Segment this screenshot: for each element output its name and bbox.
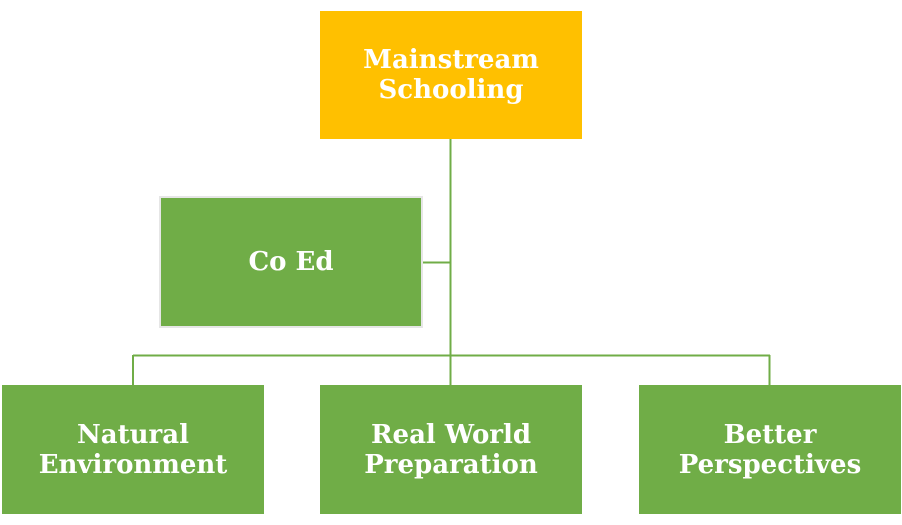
root-node-label: Mainstream Schooling xyxy=(363,45,539,105)
child-node-label: Better Perspectives xyxy=(678,419,862,480)
child-node-label: Real World Preparation xyxy=(364,419,538,480)
assistant-node-label: Co Ed xyxy=(248,247,334,277)
root-node-mainstream-schooling[interactable]: Mainstream Schooling xyxy=(320,11,582,139)
assistant-node-co-ed[interactable]: Co Ed xyxy=(159,196,423,328)
child-node-real-world-preparation[interactable]: Real World Preparation xyxy=(320,385,582,514)
child-node-label: Natural Environment xyxy=(38,419,228,480)
child-node-natural-environment[interactable]: Natural Environment xyxy=(2,385,264,514)
child-node-better-perspectives[interactable]: Better Perspectives xyxy=(639,385,901,514)
